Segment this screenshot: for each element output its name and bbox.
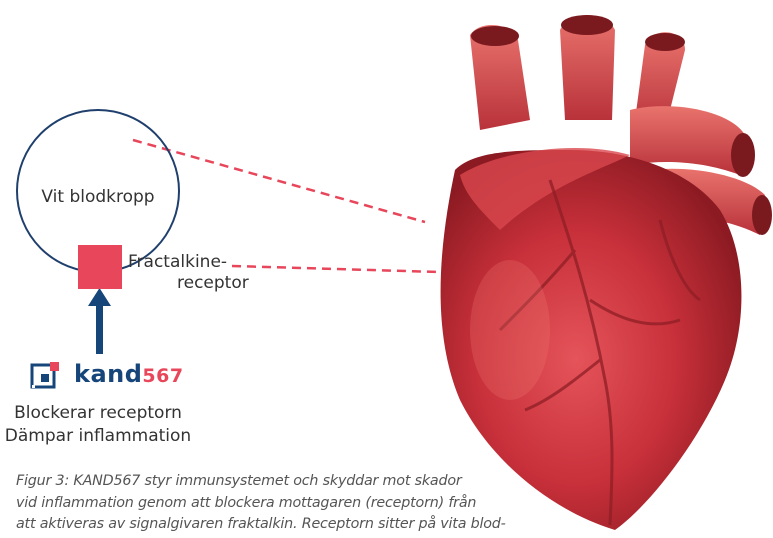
- figure-caption: Figur 3: KAND567 styr immunsystemet och …: [16, 471, 576, 536]
- cell-label: Vit blodkropp: [20, 187, 176, 207]
- logo-word: kand: [74, 360, 142, 388]
- action-line2: Dämpar inflammation: [0, 426, 196, 446]
- up-arrow: [88, 288, 111, 354]
- action-line1: Blockerar receptorn: [0, 403, 196, 423]
- kand-logo-icon: [30, 361, 70, 391]
- logo-number: 567: [142, 365, 183, 387]
- receptor-square: [78, 245, 122, 289]
- caption-line: att aktiveras av signalgivaren fraktalki…: [16, 514, 576, 536]
- kand-logo-text: kand567: [74, 360, 184, 388]
- heart-illustration: [400, 0, 773, 538]
- caption-line: Figur 3: KAND567 styr immunsystemet och …: [16, 471, 576, 493]
- caption-line: vid inflammation genom att blockera mott…: [16, 493, 576, 515]
- receptor-label-line2: receptor: [177, 273, 249, 293]
- receptor-label-line1: Fractalkine-: [128, 252, 227, 272]
